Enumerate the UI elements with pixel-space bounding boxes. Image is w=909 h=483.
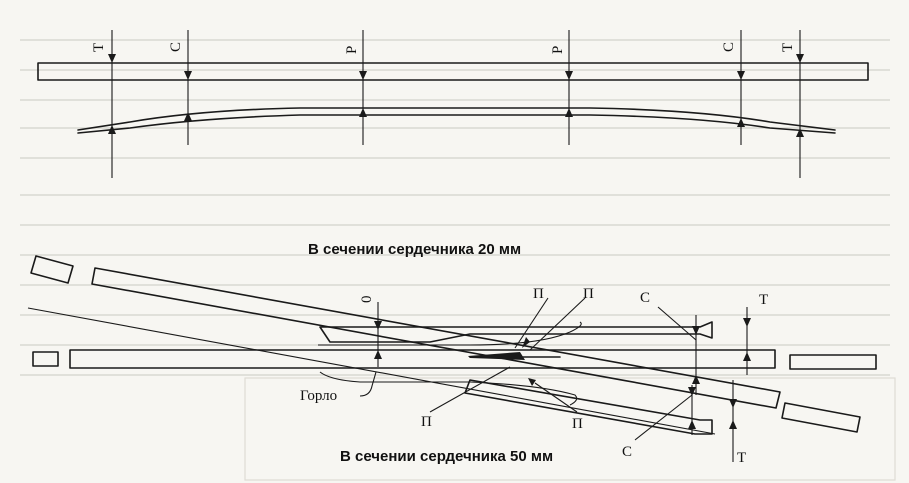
label-p3: П (421, 414, 432, 430)
stock-rail (37, 62, 869, 81)
measure-c-right (737, 30, 745, 145)
leader-throat (359, 371, 377, 397)
label-p1: П (533, 286, 544, 302)
label-c-left: С (168, 42, 184, 52)
measure-t-right (796, 30, 804, 178)
measure-t-upper (743, 307, 751, 375)
diagonal-rail (91, 267, 781, 409)
guide-line (27, 307, 716, 435)
measure-t-left (108, 30, 116, 178)
label-throat: Горло (300, 388, 337, 404)
frog-point (468, 352, 525, 360)
leader-c-lower (634, 394, 693, 441)
label-zero: 0 (359, 296, 375, 304)
label-c-upper: С (640, 290, 650, 306)
label-c-lower: С (622, 444, 632, 460)
label-t-lower: Т (737, 450, 746, 466)
caption-50mm: В сечении сердечника 50 мм (340, 448, 553, 465)
frog-outline-upper (318, 321, 582, 346)
wing-rail-upper (319, 321, 713, 343)
label-c-right: С (721, 42, 737, 52)
measure-t-lower (729, 380, 737, 462)
leader-p1 (514, 297, 549, 349)
measure-c-upper (692, 315, 700, 395)
wing-rail-lower (464, 379, 713, 435)
frog-outline-lower (319, 371, 578, 406)
measure-c-left (184, 30, 192, 145)
rail-stub-left-upper (30, 255, 74, 284)
frog-diagram: 0 П П П П С Т (27, 255, 877, 466)
background-ghost-lines (20, 39, 896, 481)
measure-p-right (565, 30, 573, 145)
label-t-right: Т (780, 43, 796, 52)
label-p-left: Р (344, 46, 360, 54)
leader-p2 (529, 297, 586, 351)
rail-stub-right-lower (781, 402, 861, 433)
top-switch-diagram: Т С Р Р С Т (37, 30, 869, 178)
leader-c-upper (657, 306, 697, 341)
label-t-left: Т (91, 43, 107, 52)
measure-c-lower (688, 385, 696, 435)
label-t-upper: Т (759, 292, 768, 308)
caption-20mm: В сечении сердечника 20 мм (308, 241, 521, 258)
leader-p3 (429, 366, 511, 413)
measure-p-left (359, 30, 367, 145)
rail-stub-left-lower (32, 351, 59, 367)
label-p2: П (583, 286, 594, 302)
rail-stub-right-upper (789, 354, 877, 370)
label-p4: П (572, 416, 583, 432)
leader-p4 (534, 382, 578, 413)
measure-zero (374, 302, 382, 367)
label-p-right: Р (550, 46, 566, 54)
switch-rail-lower (77, 114, 836, 134)
switch-rail-upper (77, 107, 836, 131)
straight-rail (69, 349, 776, 369)
